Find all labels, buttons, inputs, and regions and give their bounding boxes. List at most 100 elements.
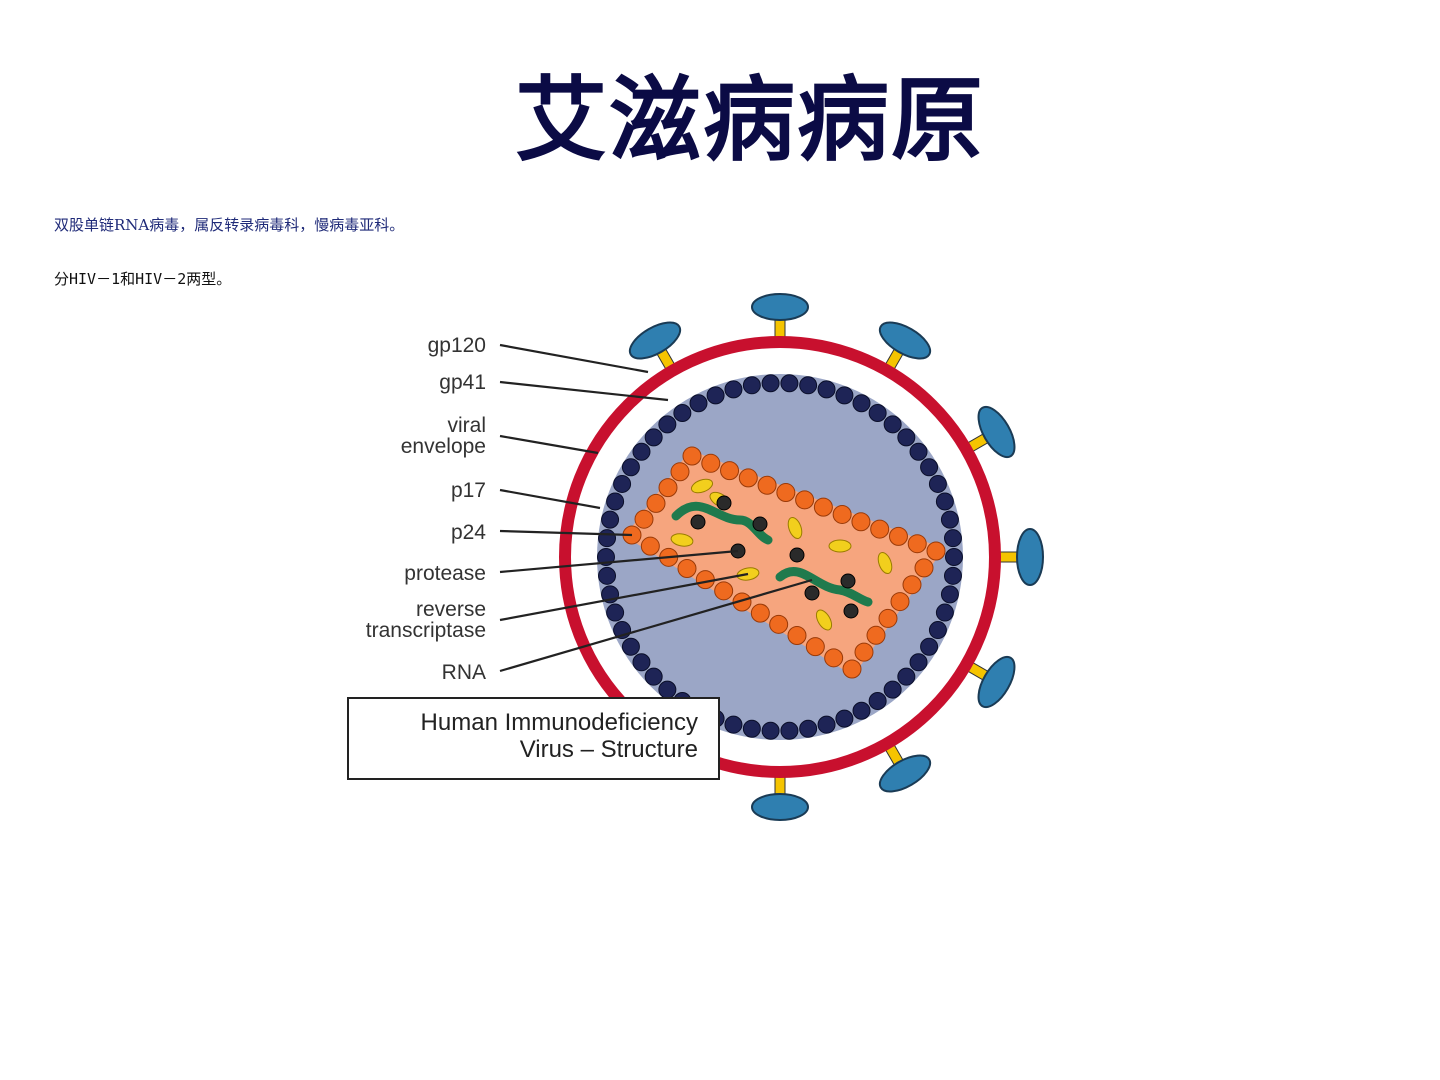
capsid-bead [646, 493, 666, 513]
matrix-bead [658, 680, 677, 699]
capsid-bead [720, 461, 740, 481]
capsid-bead [902, 575, 922, 595]
matrix-bead [817, 715, 836, 734]
matrix-bead [606, 603, 625, 622]
capsid-bead [824, 648, 844, 668]
capsid-bead [890, 592, 910, 612]
capsid-bead [776, 483, 796, 503]
matrix-bead [928, 474, 947, 493]
reverse-transcriptase [670, 533, 694, 547]
matrix-bead [742, 376, 761, 395]
matrix-bead [940, 510, 959, 529]
leader-line-envelope [499, 434, 599, 455]
capsid-bead [787, 626, 807, 645]
protease-dot [716, 495, 732, 511]
capsid-bead [842, 659, 862, 679]
label-envelope: envelope [401, 435, 486, 458]
matrix-bead [943, 529, 962, 548]
matrix-bead [920, 637, 939, 656]
spike-head [751, 293, 809, 321]
capsid-bead [757, 475, 777, 495]
leader-line-protease [499, 549, 739, 574]
matrix-bead [621, 458, 640, 477]
label-rna: RNA [442, 661, 486, 684]
reverse-transcriptase [828, 539, 852, 553]
leader-line-rt [499, 572, 749, 622]
matrix-bead [632, 653, 651, 672]
virus-types-text: 分HIV－1和HIV－2两型。 [54, 270, 232, 288]
matrix-bead [724, 380, 743, 399]
capsid-bead [851, 512, 871, 532]
matrix-bead [940, 585, 959, 604]
label-viral: viral [447, 414, 486, 437]
capsid-bead [682, 446, 702, 466]
matrix-bead [706, 386, 725, 405]
reverse-transcriptase [815, 609, 833, 631]
matrix-bead [689, 394, 708, 413]
capsid-bead [878, 608, 898, 628]
capsid-bead [795, 490, 815, 510]
spike-head [628, 321, 682, 360]
matrix-bead [945, 548, 963, 566]
spike-head [977, 655, 1016, 709]
capsid-bead [870, 519, 890, 539]
matrix-bead [673, 403, 692, 422]
matrix-bead [644, 667, 663, 686]
spike [751, 764, 809, 821]
caption-line-2: Virus – Structure [520, 736, 698, 763]
capsid-bead [640, 536, 660, 556]
matrix-bead [943, 566, 962, 585]
capsid-bead [888, 526, 908, 546]
matrix-bead [761, 721, 780, 740]
matrix-bead [883, 415, 902, 434]
spike-head [878, 754, 932, 793]
matrix-bead [920, 458, 939, 477]
reverse-transcriptase [690, 478, 714, 494]
label-p24: p24 [451, 521, 486, 544]
matrix-bead [928, 621, 947, 640]
capsid-bead [914, 558, 934, 578]
protease-dot [690, 514, 706, 530]
capsid-bead [677, 559, 697, 578]
matrix-bead [780, 721, 799, 740]
matrix-bead [658, 415, 677, 434]
protease-dot [752, 516, 768, 532]
leader-line-rna [499, 578, 813, 673]
matrix-bead [883, 680, 902, 699]
matrix-bead [935, 492, 954, 511]
matrix-bead [598, 566, 617, 585]
virus-classification-text: 双股单链RNA病毒，属反转录病毒科，慢病毒亚科。 [54, 216, 405, 234]
capsid-bead [701, 453, 721, 473]
capsid-bead [854, 642, 874, 662]
rna-strand [671, 501, 773, 545]
matrix-bead [817, 380, 836, 399]
leader-line-p17 [499, 488, 601, 510]
spike-head [1016, 528, 1044, 586]
matrix-bead [852, 394, 871, 413]
matrix-bead [601, 510, 620, 529]
matrix-bead [761, 374, 780, 393]
capsid-bead [832, 504, 852, 524]
matrix-bead [621, 637, 640, 656]
matrix-bead [724, 715, 743, 734]
matrix-bead [897, 667, 916, 686]
matrix-bead [799, 376, 818, 395]
protease-dot [840, 573, 856, 589]
protease-dot [843, 603, 859, 619]
capsid-bead-layer [622, 446, 946, 679]
matrix-bead [606, 492, 625, 511]
capsid-bead [658, 478, 678, 498]
matrix-bead [644, 428, 663, 447]
label-protease: protease [404, 562, 486, 585]
matrix-bead [632, 442, 651, 461]
matrix-bead [868, 692, 887, 711]
capsid-bead [769, 614, 789, 634]
label-gp120: gp120 [428, 334, 486, 357]
rna-strand [775, 567, 873, 607]
matrix-bead [799, 719, 818, 738]
capsid-bead [670, 462, 690, 482]
capsid-bead [866, 625, 886, 645]
caption-line-1: Human Immunodeficiency [421, 709, 698, 736]
capsid-bead [805, 637, 825, 657]
